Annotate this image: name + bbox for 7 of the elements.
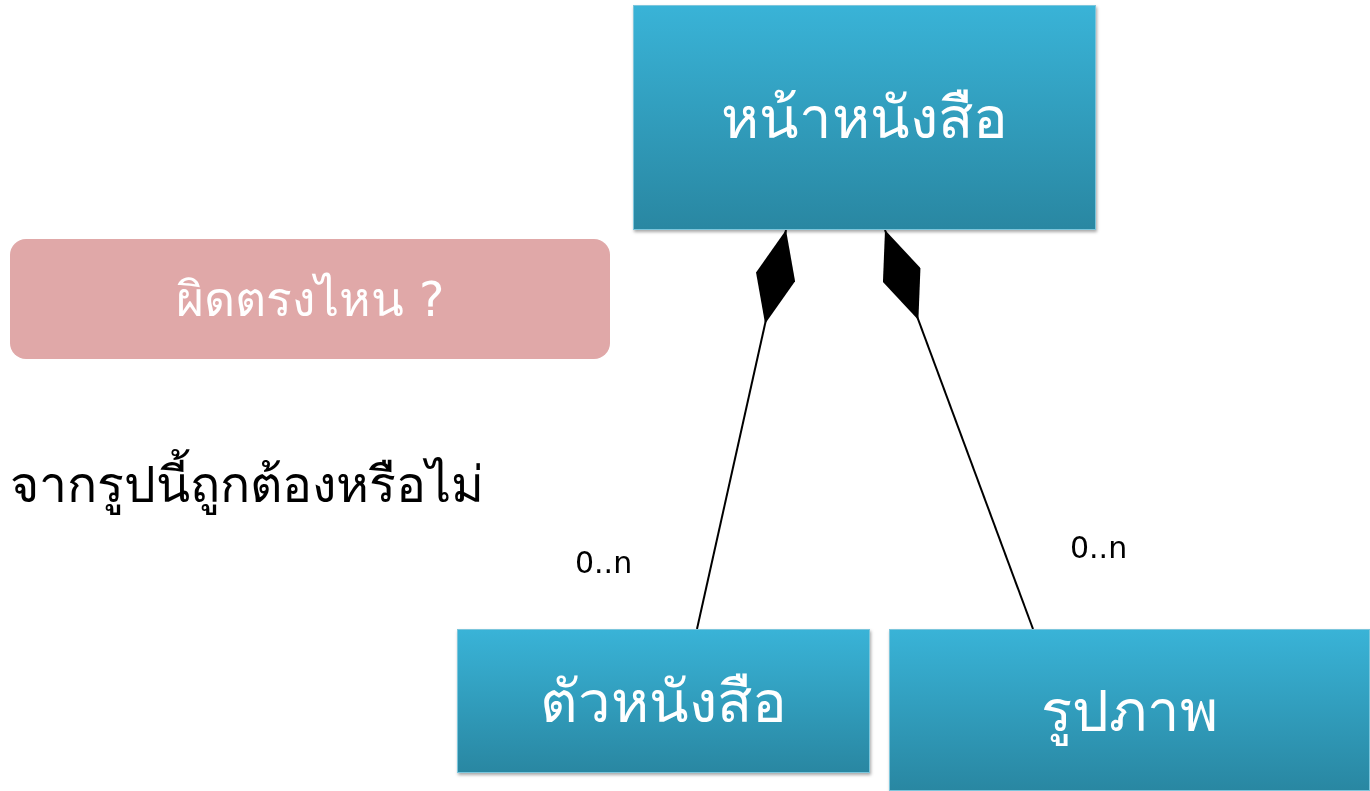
question-banner: ผิดตรงไหน ? (10, 239, 610, 359)
composition-line (696, 229, 796, 630)
class-box: รูปภาพ (889, 629, 1370, 791)
question-text: จากรูปนี้ถูกต้องหรือไม่ (10, 445, 484, 524)
composition-line (882, 229, 1034, 630)
class-box: ตัวหนังสือ (457, 629, 870, 773)
class-box: หน้าหนังสือ (633, 5, 1096, 230)
